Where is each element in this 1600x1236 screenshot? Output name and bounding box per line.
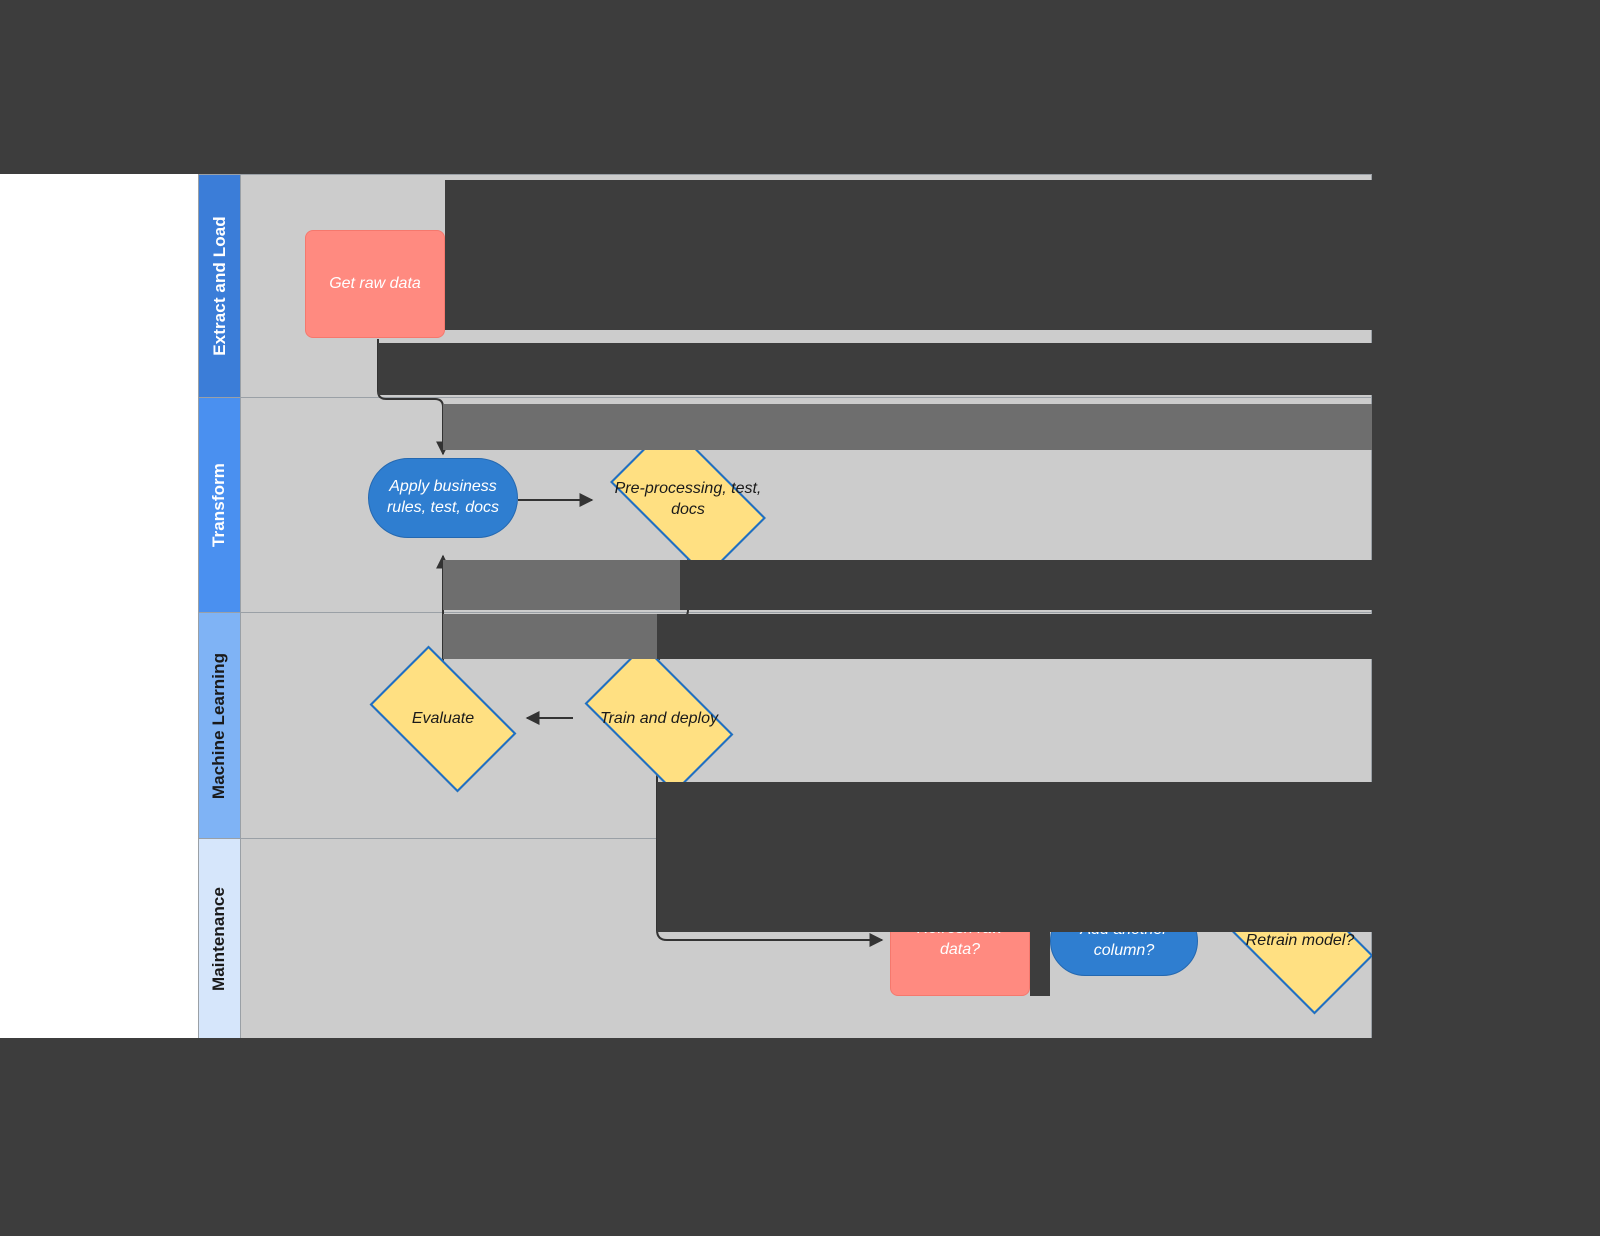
band-artifact: [1372, 0, 1600, 1236]
diamond-shape-retrain-model: [1226, 867, 1374, 1015]
lane-label-transform: Transform: [209, 462, 229, 548]
node-retrain-model[interactable]: Retrain model?: [1212, 867, 1388, 1015]
diamond-shape-evaluate: [369, 645, 517, 793]
legend-label-data-engineer: Data Engineer: [898, 1129, 1002, 1147]
node-label-refresh-raw-data: Refresh raw data?: [916, 920, 1004, 958]
legend-label-analytics-engineer: Analytics Engineer: [1055, 1129, 1189, 1147]
lane-label-extract-and-load: Extract and Load: [209, 216, 229, 356]
node-label-add-another-column: Add another column?: [1080, 921, 1168, 959]
lane-label-maintenance: Maintenance: [209, 886, 229, 992]
diamond-shape-pre-processing: [610, 422, 766, 578]
band-artifact: [0, 0, 198, 174]
lane-header-maintenance: Maintenance: [199, 839, 241, 1039]
legend: Data Engineer Analytics Engineer Data Sc…: [880, 1064, 1373, 1212]
node-refresh-raw-data[interactable]: Refresh raw data?: [890, 884, 1030, 996]
lane-header-transform: Transform: [199, 398, 241, 612]
legend-item-data-scientist[interactable]: Data Scientist: [1210, 1064, 1388, 1212]
lane-label-machine-learning: Machine Learning: [209, 652, 229, 799]
node-pre-processing[interactable]: Pre-processing, test, docs: [592, 422, 784, 578]
node-evaluate[interactable]: Evaluate: [355, 645, 531, 793]
legend-item-analytics-engineer[interactable]: Analytics Engineer: [1048, 1103, 1196, 1175]
lane-body-maintenance: [241, 839, 1371, 1039]
lane-header-extract-and-load: Extract and Load: [199, 175, 241, 397]
node-label-get-raw-data: Get raw data: [329, 274, 421, 292]
diamond-shape-train-and-deploy: [584, 644, 734, 794]
node-apply-business-rules[interactable]: Apply business rules, test, docs: [368, 458, 518, 538]
node-get-raw-data[interactable]: Get raw data: [305, 230, 445, 338]
legend-label-data-scientist: Data Scientist: [1249, 1128, 1349, 1146]
band-artifact: [0, 0, 1600, 174]
node-train-and-deploy[interactable]: Train and deploy: [569, 644, 749, 794]
node-label-apply-business-rules: Apply business rules, test, docs: [386, 478, 500, 516]
node-add-another-column[interactable]: Add another column?: [1050, 906, 1198, 976]
legend-item-data-engineer[interactable]: Data Engineer: [880, 1093, 1020, 1185]
lane-header-machine-learning: Machine Learning: [199, 613, 241, 838]
